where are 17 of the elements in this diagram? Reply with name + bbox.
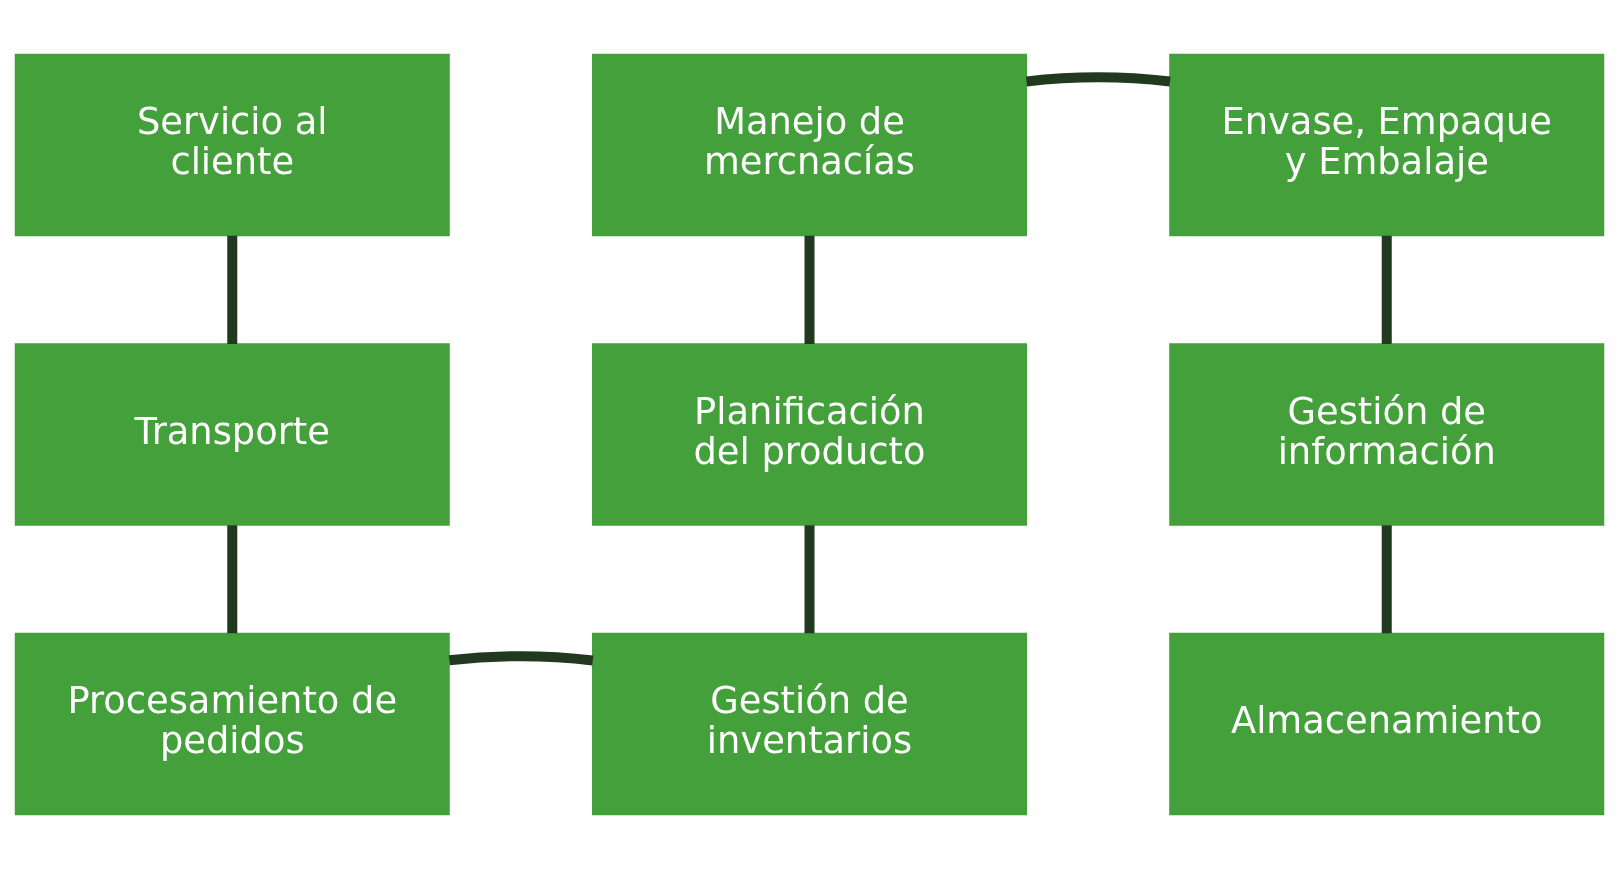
node-box: Servicio al cliente — [14, 53, 450, 237]
node-box: Gestión de información — [1169, 343, 1605, 526]
node-box: Envase, Empaque y Embalaje — [1169, 53, 1605, 237]
node-box: Gestión de inventarios — [592, 632, 1027, 816]
connector — [1381, 525, 1392, 634]
node-box: Transporte — [14, 343, 450, 526]
connector — [804, 525, 815, 634]
connector — [1026, 72, 1171, 87]
connector — [448, 651, 594, 666]
node-box: Planificación del producto — [592, 343, 1027, 526]
connector — [1381, 235, 1392, 344]
node-box: Manejo de mercnacías — [592, 53, 1027, 237]
node-box: Procesamiento de pedidos — [14, 632, 450, 816]
connector — [804, 235, 815, 344]
connector — [227, 525, 238, 634]
connector — [227, 235, 238, 344]
node-box: Almacenamiento — [1169, 632, 1605, 816]
